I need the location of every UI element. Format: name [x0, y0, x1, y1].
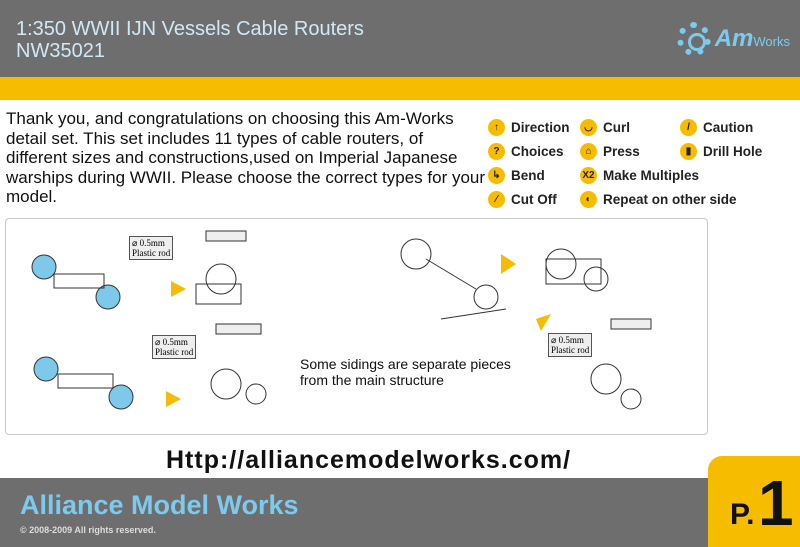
diagram-note: Some sidings are separate pieces from th… — [300, 356, 511, 388]
legend-label: Caution — [703, 120, 754, 135]
intro-text: Thank you, and congratulations on choosi… — [6, 109, 486, 206]
legend-label: Press — [603, 144, 640, 159]
legend-item: ▮ Drill Hole — [680, 143, 762, 160]
repeat-other-side-icon: ◐ — [580, 191, 597, 208]
rod-label-text: Plastic rod — [551, 345, 590, 355]
gear-icon — [676, 22, 711, 56]
legend-item: X2 Make Multiples — [580, 167, 699, 184]
part-disc — [31, 254, 57, 280]
product-title: 1:350 WWII IJN Vessels Cable Routers NW3… — [16, 18, 364, 62]
caution-icon: / — [680, 119, 697, 136]
legend-item: ◡ Curl — [580, 119, 630, 136]
rod-size: ⌀ 0.5mm — [132, 238, 165, 248]
legend-item: ◐ Repeat on other side — [580, 191, 737, 208]
legend-label: Repeat on other side — [603, 192, 737, 207]
legend-label: Bend — [511, 168, 545, 183]
make-multiples-icon: X2 — [580, 167, 597, 184]
legend-label: Direction — [511, 120, 570, 135]
brand-name: Alliance Model Works — [20, 490, 299, 520]
diagram-drawings — [31, 230, 652, 410]
legend-item: ? Choices — [488, 143, 564, 160]
legend-label: Cut Off — [511, 192, 557, 207]
am-works-logo: AmWorks — [676, 22, 790, 56]
logo-am: Am — [714, 25, 754, 52]
accent-band — [0, 77, 800, 100]
rod-size: ⌀ 0.5mm — [551, 335, 584, 345]
rod-label-text: Plastic rod — [132, 248, 171, 258]
legend-label: Drill Hole — [703, 144, 763, 159]
legend-item: / Caution — [680, 119, 753, 136]
legend-label: Make Multiples — [603, 168, 700, 183]
footer: Alliance Model Works © 2008-2009 All rig… — [0, 478, 710, 547]
rod-size: ⌀ 0.5mm — [155, 337, 188, 347]
page-number-badge: P. 1 — [708, 456, 800, 547]
header: 1:350 WWII IJN Vessels Cable Routers NW3… — [0, 0, 800, 77]
legend-item: ↑ Direction — [488, 119, 570, 136]
title-line: 1:350 WWII IJN Vessels Cable Routers — [16, 18, 364, 40]
website-url[interactable]: Http://alliancemodelworks.com/ — [166, 446, 572, 474]
curl-icon: ◡ — [580, 119, 597, 136]
drill-hole-icon: ▮ — [680, 143, 697, 160]
legend-label: Curl — [603, 120, 630, 135]
page-number: 1 — [758, 467, 794, 539]
logo-works: Works — [753, 34, 790, 49]
legend-item: ↳ Bend — [488, 167, 545, 184]
page-prefix: P. — [730, 498, 755, 531]
copyright: © 2008-2009 All rights reserved. — [20, 525, 156, 535]
direction-icon: ↑ — [488, 119, 505, 136]
legend-item: ⌂ Press — [580, 143, 640, 160]
press-icon: ⌂ — [580, 143, 597, 160]
rod-label-text: Plastic rod — [155, 347, 194, 357]
cut-off-icon: ⁄ — [488, 191, 505, 208]
bend-icon: ↳ — [488, 167, 505, 184]
legend-label: Choices — [511, 144, 564, 159]
product-code: NW35021 — [16, 40, 105, 62]
logo-text: AmWorks — [715, 25, 790, 53]
legend-item: ⁄ Cut Off — [488, 191, 557, 208]
choices-icon: ? — [488, 143, 505, 160]
